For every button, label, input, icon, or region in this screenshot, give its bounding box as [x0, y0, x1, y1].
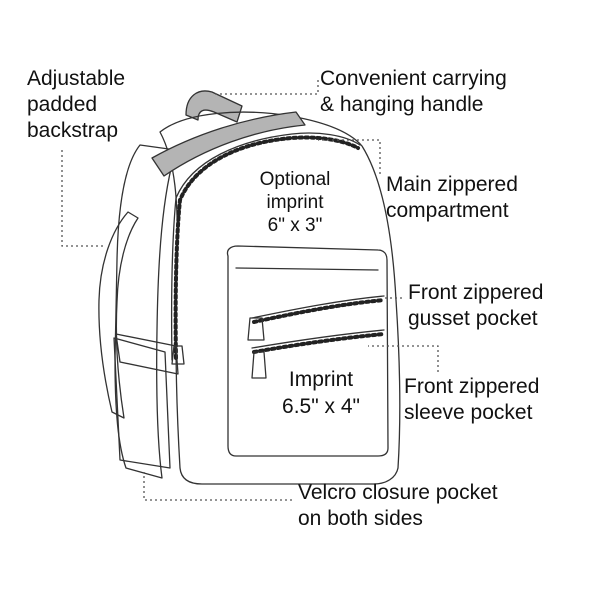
imprint-optional-line-2: imprint — [266, 192, 324, 213]
backstrap — [98, 211, 139, 419]
callout-handle-line-1: Convenient carrying — [320, 67, 507, 90]
callout-sleeve-pocket: Front zippered sleeve pocket — [404, 374, 539, 426]
main-zipper-pull — [171, 345, 185, 365]
carrying-handle — [185, 90, 243, 123]
callout-main-compartment-line-1: Main zippered — [386, 173, 518, 196]
velcro-side-pocket — [113, 337, 171, 469]
leader-main-compartment — [318, 139, 381, 174]
callout-backstrap-line-1: Adjustable — [27, 67, 126, 90]
callout-sleeve-pocket-line-1: Front zippered — [404, 375, 540, 398]
main-zipper-track — [170, 132, 361, 361]
callout-velcro-pocket-line-1: Velcro closure pocket — [298, 481, 498, 504]
leader-backstrap — [61, 150, 106, 247]
gusset-zipper-teeth — [252, 298, 386, 324]
callout-main-compartment: Main zippered compartment — [386, 172, 518, 224]
front-pocket — [226, 245, 389, 457]
imprint-front-line-2: 6.5" x 4" — [282, 395, 360, 418]
gusset-zipper-pull — [247, 317, 265, 341]
callout-gusset-pocket-line-2: gusset pocket — [408, 307, 538, 330]
callout-handle: Convenient carrying & hanging handle — [320, 66, 507, 118]
leader-velcro-pocket — [143, 472, 292, 501]
main-zipper-teeth — [173, 135, 360, 360]
callout-sleeve-pocket-line-2: sleeve pocket — [404, 401, 533, 424]
velcro-pocket-flap — [115, 333, 179, 375]
side-panel — [114, 144, 177, 479]
sleeve-zipper-teeth — [252, 332, 386, 354]
leader-sleeve-pocket — [368, 345, 439, 372]
pocket-fold — [235, 267, 379, 271]
leader-handle — [214, 80, 319, 95]
callout-velcro-pocket-line-2: on both sides — [298, 507, 423, 530]
callout-backstrap-line-2: padded — [27, 93, 98, 116]
top-strap-band — [151, 111, 306, 177]
imprint-front-line-1: Imprint — [288, 368, 354, 391]
callout-main-compartment-line-2: compartment — [386, 199, 509, 222]
leader-lines — [61, 80, 439, 501]
callout-backstrap-line-3: backstrap — [27, 119, 119, 142]
sleeve-zipper-track — [251, 329, 385, 349]
sleeve-zipper-pull — [251, 351, 267, 379]
callout-gusset-pocket-line-1: Front zippered — [408, 281, 544, 304]
imprint-optional-line-3: 6" x 3" — [267, 215, 323, 236]
imprint-optional: Optional imprint 6" x 3" — [240, 168, 350, 237]
callout-handle-line-2: & hanging handle — [320, 93, 484, 116]
imprint-optional-line-1: Optional — [259, 169, 331, 190]
callout-backstrap: Adjustable padded backstrap — [27, 66, 125, 144]
backpack-illustration — [98, 90, 401, 485]
imprint-front: Imprint 6.5" x 4" — [266, 366, 376, 420]
callout-gusset-pocket: Front zippered gusset pocket — [408, 280, 543, 332]
callout-velcro-pocket: Velcro closure pocket on both sides — [298, 480, 498, 532]
gusset-zipper-track — [251, 295, 385, 319]
